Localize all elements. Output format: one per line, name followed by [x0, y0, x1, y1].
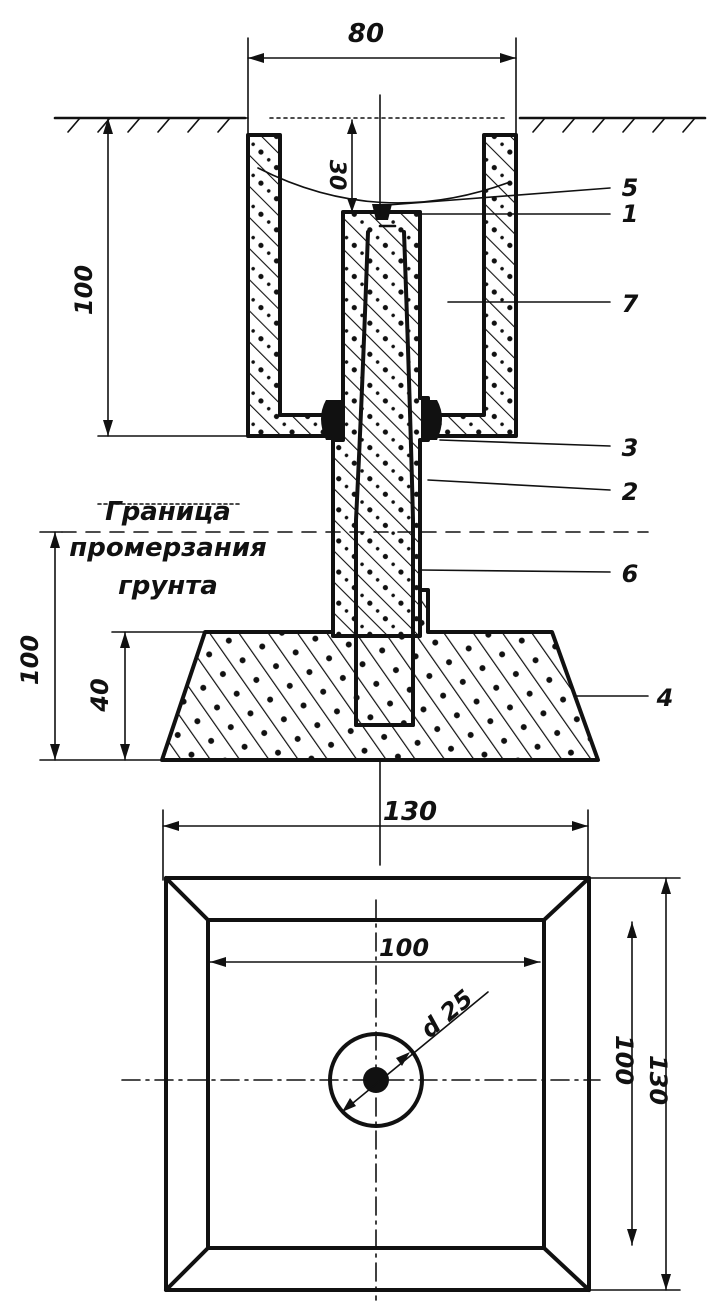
callout-6: 6 [622, 560, 639, 588]
dim-inner-width: 100 [209, 934, 541, 967]
frost-label-line2: промерзания [69, 533, 266, 563]
weld-joint [321, 204, 442, 440]
plan-outer-square [164, 876, 591, 1292]
dim-gap: 30 [324, 119, 357, 213]
callout-2: 2 [622, 478, 639, 506]
dim-lower-depth-label: 100 [16, 635, 44, 685]
dim-outer-side: 130 [588, 877, 681, 1291]
frost-label: Граница промерзания грунта [69, 497, 266, 601]
rebar [354, 224, 415, 727]
callout-1: 1 [622, 200, 639, 228]
callout-7: 7 [622, 290, 639, 318]
frost-label-line1: Граница [105, 497, 231, 527]
dim-base-width: 130 [162, 797, 589, 881]
dim-inner-side-label: 100 [610, 1035, 638, 1085]
dim-post-diameter-label: d 25 [415, 984, 478, 1043]
plan-view: 130 100 d 25 100 [121, 797, 681, 1301]
callouts: 5 1 7 3 2 6 4 [387, 174, 674, 712]
dim-top-width: 80 [247, 19, 517, 136]
dim-upper-depth: 100 [70, 117, 249, 437]
dim-top-width-label: 80 [348, 19, 384, 49]
dim-lower-depth: 100 [16, 531, 163, 761]
dim-footing-height: 40 [86, 631, 206, 761]
plan-post: d 25 [328, 984, 489, 1128]
dim-base-width-label: 130 [383, 797, 437, 827]
frost-label-line3: грунта [118, 571, 218, 601]
dim-inner-side: 100 [610, 921, 638, 1246]
dim-gap-label: 30 [324, 160, 349, 191]
dim-footing-height-label: 40 [86, 678, 114, 712]
callout-5: 5 [622, 174, 639, 202]
callout-3: 3 [622, 434, 639, 462]
dim-upper-depth-label: 100 [70, 265, 98, 315]
section-view: 80 100 30 100 40 [16, 19, 707, 866]
callout-4: 4 [656, 684, 674, 712]
dim-inner-width-label: 100 [379, 934, 429, 962]
dim-outer-side-label: 130 [644, 1055, 672, 1105]
